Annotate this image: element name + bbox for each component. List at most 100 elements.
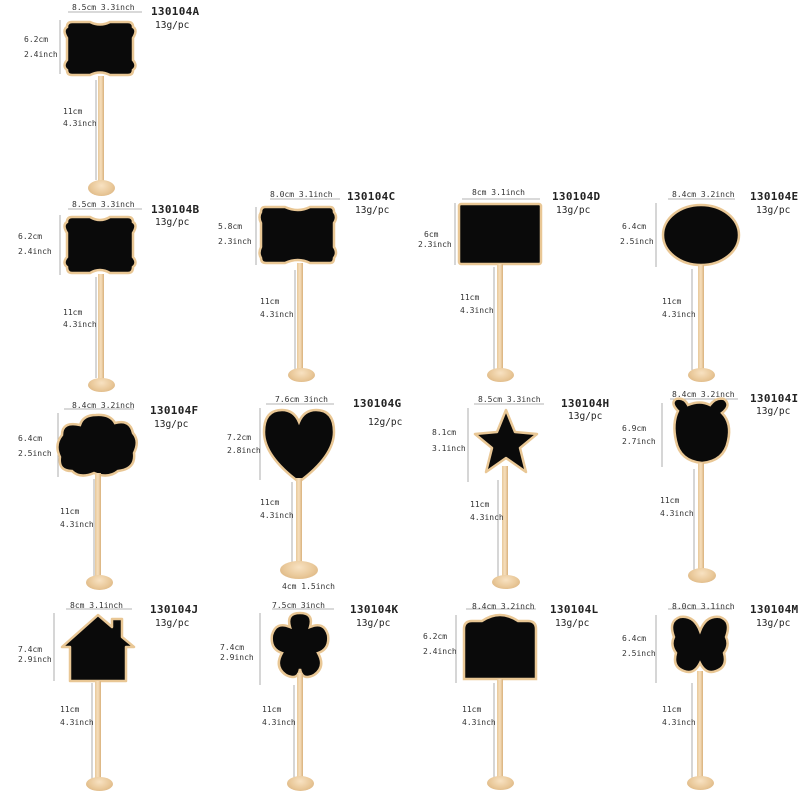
wooden-stem	[95, 681, 101, 781]
wooden-base	[492, 575, 520, 589]
stem-cm-label: 11cm	[60, 705, 80, 714]
height-inch-label: 2.4inch	[24, 50, 58, 59]
product-130104J: 8cm 3.1inch 130104J 13g/pc 7.4cm 2.9inch…	[0, 595, 198, 795]
width-label: 8.4cm 3.2inch	[472, 602, 535, 611]
width-label: 8cm 3.1inch	[70, 601, 123, 610]
stem-cm-label: 11cm	[662, 297, 682, 306]
width-label: 8.0cm 3.1inch	[672, 602, 735, 611]
product-code: 130104L	[550, 603, 599, 616]
wooden-stem	[697, 671, 703, 781]
chalkboard-frame-icon	[59, 11, 142, 180]
chalkboard-bear-icon	[661, 397, 738, 573]
stem-inch-label: 4.3inch	[260, 310, 294, 319]
product-weight: 13g/pc	[355, 205, 390, 216]
width-label: 7.6cm 3inch	[275, 395, 328, 404]
width-label: 8.4cm 3.2inch	[672, 390, 735, 399]
stem-cm-label: 11cm	[462, 705, 482, 714]
chalkboard-star-icon	[467, 403, 544, 580]
product-130104L: 8.4cm 3.2inch 130104L 13g/pc 6.2cm 2.4in…	[420, 595, 610, 795]
product-130104A: 8.5cm 3.3inch 130104A 13g/pc 6.2cm 2.4in…	[0, 0, 199, 200]
product-code: 130104K	[350, 603, 399, 616]
height-cm-label: 6.4cm	[622, 222, 647, 231]
stem-inch-label: 4.3inch	[460, 306, 494, 315]
product-code: 130104F	[150, 404, 199, 417]
wooden-stem	[95, 473, 101, 581]
product-130104I: 8.4cm 3.2inch 130104I 13g/pc 6.9cm 2.7in…	[610, 385, 800, 585]
wooden-stem	[502, 466, 508, 581]
height-inch-label: 2.5inch	[620, 237, 654, 246]
stem-inch-label: 4.3inch	[60, 718, 94, 727]
product-code: 130104J	[150, 603, 199, 616]
stem-inch-label: 4.3inch	[662, 310, 696, 319]
wooden-stem	[698, 463, 704, 573]
stem-cm-label: 11cm	[63, 107, 83, 116]
chalkboard-flower-icon	[259, 608, 334, 780]
wooden-base	[487, 368, 514, 382]
height-inch-label: 2.5inch	[622, 649, 656, 658]
stem-cm-label: 11cm	[260, 498, 280, 507]
product-code: 130104D	[552, 190, 601, 203]
height-cm-label: 6cm	[424, 230, 439, 239]
wooden-base	[487, 776, 514, 790]
width-label: 8.5cm 3.3inch	[478, 395, 541, 404]
product-weight: 13g/pc	[756, 205, 791, 216]
stem-cm-label: 11cm	[260, 297, 280, 306]
product-130104D: 8cm 3.1inch 130104D 13g/pc 6cm 2.3inch 1…	[410, 185, 600, 385]
wooden-stem	[698, 265, 704, 373]
stem-inch-label: 4.3inch	[462, 718, 496, 727]
wooden-base	[288, 368, 315, 382]
width-label: 8.0cm 3.1inch	[270, 190, 333, 199]
wooden-base	[88, 180, 115, 196]
product-130104H: 8.5cm 3.3inch 130104H 13g/pc 8.1cm 3.1in…	[420, 390, 610, 590]
stem-cm-label: 11cm	[470, 500, 490, 509]
wooden-base	[88, 378, 115, 392]
product-weight: 13g/pc	[568, 411, 603, 422]
height-cm-label: 7.2cm	[227, 433, 252, 442]
base-size-label: 4cm 1.5inch	[282, 582, 335, 591]
stem-inch-label: 4.3inch	[660, 509, 694, 518]
height-inch-label: 2.3inch	[418, 240, 452, 249]
height-cm-label: 6.4cm	[622, 634, 647, 643]
stem-cm-label: 11cm	[60, 507, 80, 516]
product-weight: 13g/pc	[155, 217, 190, 228]
stem-inch-label: 4.3inch	[63, 320, 97, 329]
wooden-base	[287, 776, 314, 791]
chalkboard-butterfly-icon	[655, 608, 732, 780]
height-cm-label: 6.2cm	[24, 35, 49, 44]
width-label: 8cm 3.1inch	[472, 188, 525, 197]
stem-inch-label: 4.3inch	[63, 119, 97, 128]
product-weight: 13g/pc	[155, 20, 190, 31]
product-code: 130104G	[353, 397, 402, 410]
width-label: 8.4cm 3.2inch	[72, 401, 135, 410]
height-inch-label: 2.5inch	[18, 449, 52, 458]
product-130104E: 8.4cm 3.2inch 130104E 13g/pc 6.4cm 2.5in…	[610, 185, 800, 385]
height-cm-label: 7.4cm	[220, 643, 245, 652]
chalkboard-frame-icon	[59, 208, 142, 378]
height-inch-label: 2.8inch	[227, 446, 261, 455]
stem-inch-label: 4.3inch	[260, 511, 294, 520]
product-weight: 12g/pc	[368, 417, 403, 428]
product-weight: 13g/pc	[356, 618, 391, 629]
product-code: 130104M	[750, 603, 799, 616]
wooden-base	[86, 777, 113, 791]
width-label: 8.4cm 3.2inch	[672, 190, 735, 199]
product-code: 130104B	[151, 203, 200, 216]
height-cm-label: 7.4cm	[18, 645, 43, 654]
height-inch-label: 2.9inch	[220, 653, 254, 662]
product-weight: 13g/pc	[756, 618, 791, 629]
wooden-base	[688, 368, 715, 382]
stem-cm-label: 11cm	[662, 705, 682, 714]
height-cm-label: 5.8cm	[218, 222, 243, 231]
product-code: 130104C	[347, 190, 396, 203]
product-code: 130104A	[151, 5, 200, 18]
height-cm-label: 6.4cm	[18, 434, 43, 443]
product-code: 130104I	[750, 392, 799, 405]
height-inch-label: 2.9inch	[18, 655, 52, 664]
product-code: 130104H	[561, 397, 610, 410]
wooden-stem	[98, 76, 104, 184]
wooden-base	[280, 561, 318, 579]
stem-cm-label: 11cm	[63, 308, 83, 317]
width-label: 8.5cm 3.3inch	[72, 3, 135, 12]
chalkboard-cloud-icon	[56, 408, 138, 580]
height-inch-label: 2.3inch	[218, 237, 252, 246]
